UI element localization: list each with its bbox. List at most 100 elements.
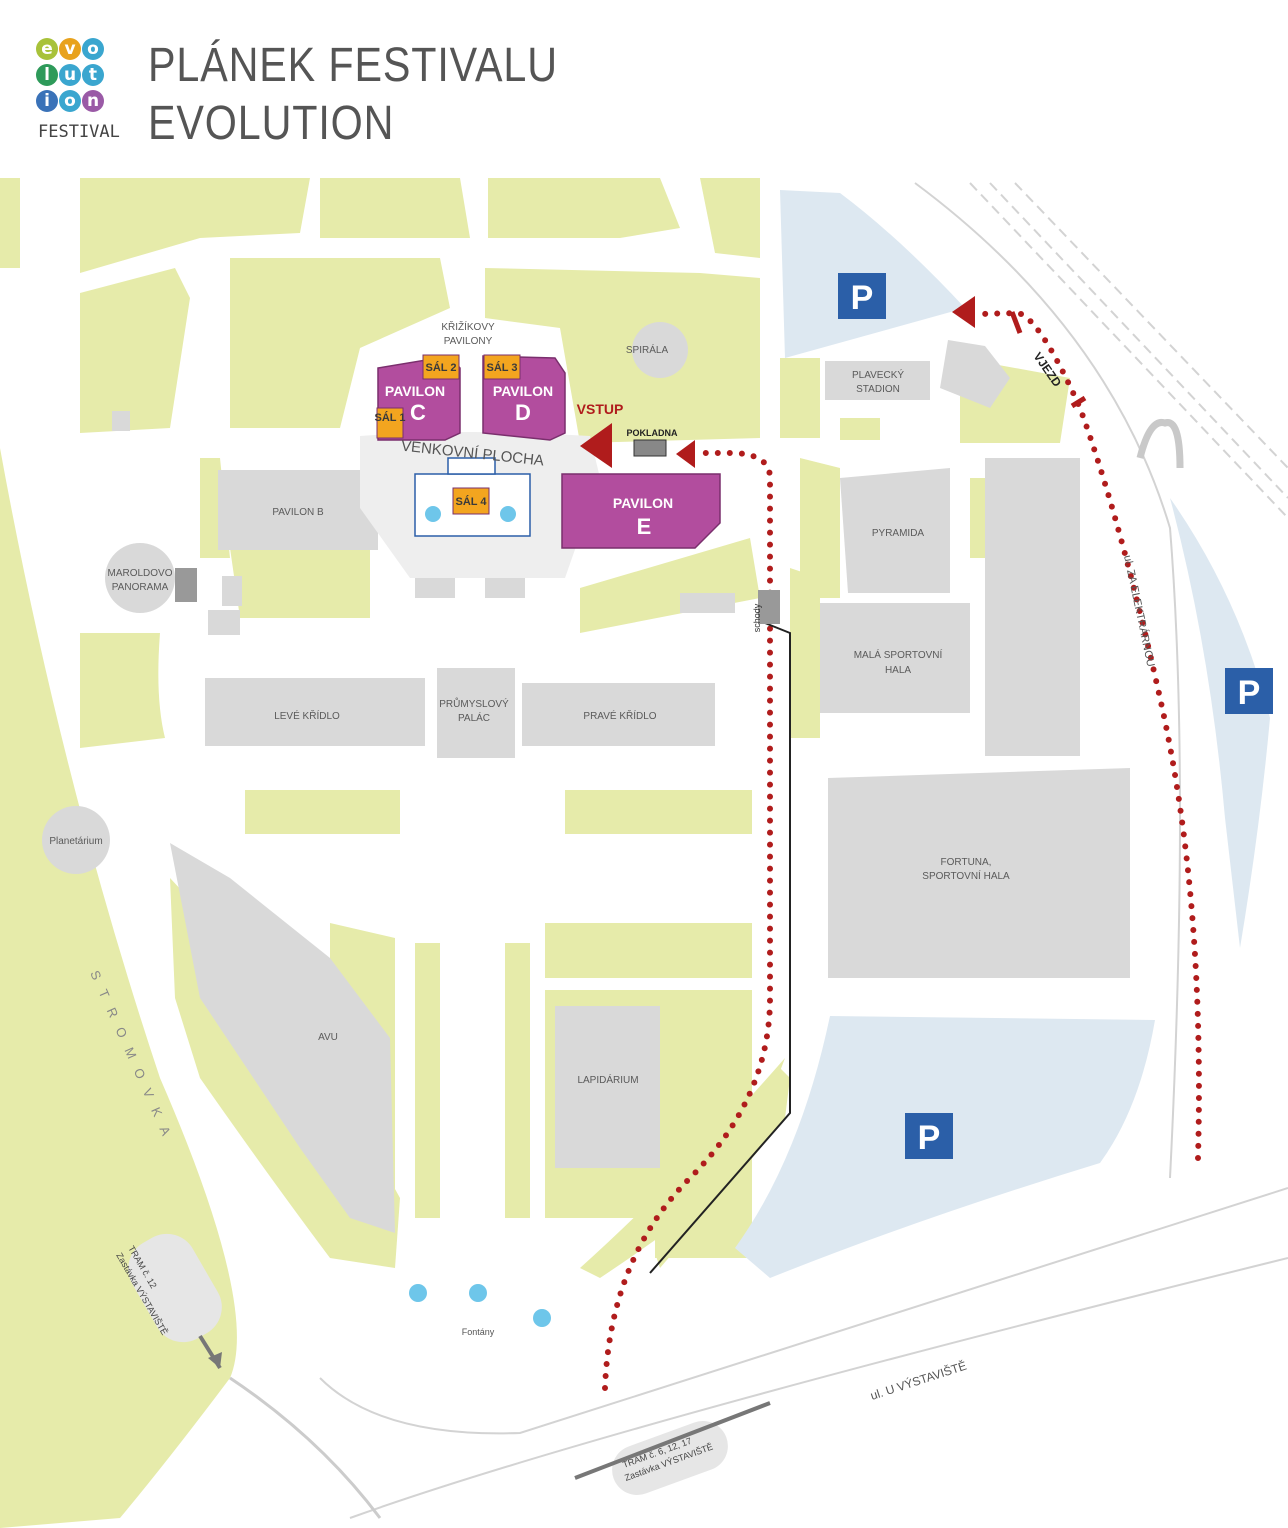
green-area — [488, 178, 680, 238]
green-area — [580, 538, 760, 633]
avu-building — [170, 843, 395, 1233]
green-area — [80, 178, 310, 273]
mala-sportovni-hala-building — [820, 603, 970, 713]
krizikovy-pavilony-label: PAVILONY — [444, 336, 493, 347]
tram-12-badge — [128, 1233, 222, 1343]
spirala-label: SPIRÁLA — [626, 343, 669, 356]
building — [208, 610, 240, 635]
sal-4-box — [452, 487, 490, 515]
barrier — [1070, 395, 1087, 409]
pavilon-e — [561, 473, 721, 549]
building — [680, 593, 735, 613]
pyramida-building — [840, 468, 950, 593]
sal-2-label: SÁL 2 — [426, 361, 457, 374]
pavilon-b-label: PAVILON B — [272, 507, 324, 518]
building — [985, 458, 1080, 756]
spirala-building — [632, 322, 688, 378]
green-area — [505, 943, 530, 1218]
leve-kridlo-building — [205, 678, 425, 746]
tram-6-badge — [612, 1421, 728, 1495]
pavilon-d-label: PAVILON — [493, 383, 553, 399]
maroldovo-panorama-building — [105, 543, 175, 613]
prumyslovy-palac-label: PALÁC — [458, 711, 490, 724]
prumyslovy-palac-label: PRŮMYSLOVÝ — [439, 697, 509, 710]
roads — [229, 182, 1288, 1519]
plavecky-stadion-building — [825, 361, 930, 400]
vstup-label: VSTUP — [577, 401, 624, 417]
green-area — [80, 633, 165, 748]
mala-sportovni-hala-label: HALA — [885, 665, 911, 676]
parking-sign — [1225, 668, 1273, 714]
parking-sign — [905, 1113, 953, 1159]
green-area — [840, 418, 880, 440]
rail-track — [1014, 182, 1288, 469]
green-area — [320, 178, 470, 238]
fountains — [409, 506, 551, 1327]
krizikovy-pavilony-label: KŘIŽÍKOVY — [441, 320, 495, 333]
parking-sign — [838, 273, 886, 319]
fortuna-label: FORTUNA, — [941, 857, 992, 868]
parking-area — [1170, 498, 1270, 948]
road-edge — [914, 182, 1181, 1179]
green-area — [545, 923, 752, 978]
fortuna-label: SPORTOVNÍ HALA — [922, 869, 1010, 882]
sal-1-box — [376, 407, 404, 439]
sal-3-box — [483, 354, 521, 380]
barrier — [1009, 311, 1023, 334]
green-area — [230, 258, 450, 428]
logo-letter: v — [59, 38, 81, 60]
green-area — [415, 943, 440, 1218]
schody-label: schody — [752, 603, 762, 632]
logo-letter: i — [36, 90, 58, 112]
sal-3-label: SÁL 3 — [487, 361, 518, 374]
festival-map: P P P — [0, 178, 1288, 1528]
logo-letter: o — [82, 38, 104, 60]
pavilon-e-label: PAVILON — [613, 495, 673, 511]
road-loop — [1136, 418, 1184, 469]
prumyslovy-palac-building — [437, 668, 515, 758]
rail-track — [989, 182, 1288, 499]
mala-sportovni-hala-label: MALÁ SPORTOVNÍ — [854, 648, 943, 661]
pavilon-c-label: PAVILON — [385, 383, 445, 399]
green-area — [245, 790, 400, 834]
tram-line — [229, 1376, 382, 1519]
route-arrow — [952, 296, 975, 328]
green-area — [800, 458, 840, 598]
pokladna-box — [633, 439, 667, 457]
logo-letter: n — [82, 90, 104, 112]
rail-track — [969, 182, 1288, 519]
sal-1-label: SÁL 1 — [375, 411, 406, 424]
vstup-arrow — [580, 423, 612, 468]
stairs — [175, 568, 197, 602]
parking-sign-label: P — [1238, 674, 1261, 712]
logo-letter: t — [82, 64, 104, 86]
green-area — [700, 178, 760, 258]
logo-letter: l — [36, 64, 58, 86]
fountain — [533, 1309, 551, 1327]
building — [940, 340, 1010, 408]
fountain — [425, 506, 441, 522]
pavilon-d-letter: D — [515, 400, 531, 425]
green-area — [0, 178, 20, 268]
green-area — [970, 478, 985, 558]
avu-label: AVU — [318, 1032, 338, 1043]
road-u-vystaviste — [349, 1257, 1288, 1519]
planetarium-building — [42, 806, 110, 874]
road-u-vystaviste — [319, 1187, 1288, 1435]
driving-route — [975, 309, 1202, 1161]
parking-sign-label: P — [851, 279, 874, 317]
stage-roof — [447, 457, 496, 475]
green-area — [80, 268, 190, 433]
buildings — [42, 322, 1130, 1233]
maroldovo-panorama-label: MAROLDOVO — [107, 568, 172, 579]
green-area — [790, 568, 820, 738]
pavilon-e-letter: E — [637, 514, 652, 539]
parking-signs: P P P — [838, 273, 1273, 1159]
lapidarium-label: LAPIDÁRIUM — [577, 1073, 638, 1086]
green-area — [780, 358, 820, 438]
green-area — [580, 1058, 785, 1278]
